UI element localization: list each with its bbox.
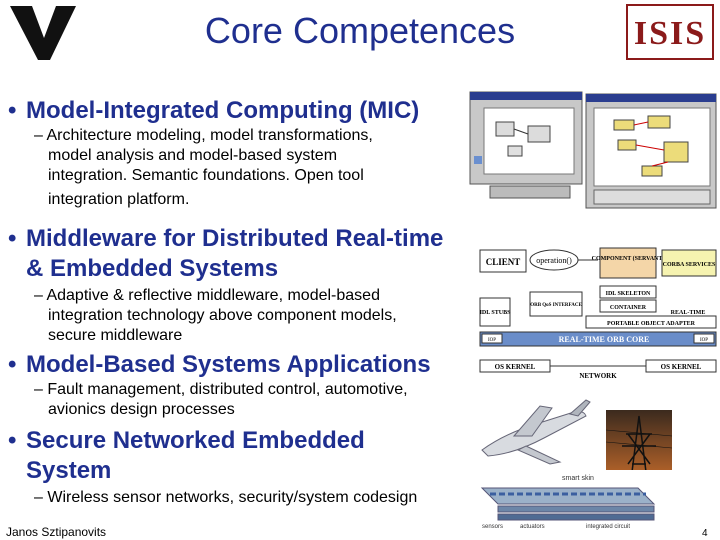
component-label: COMPONENT (SERVANT)	[592, 255, 665, 262]
v-logo: V	[10, 6, 76, 60]
bullet-dot: •	[8, 351, 17, 378]
sensors-label: sensors	[482, 524, 503, 530]
bullet-dot: •	[8, 225, 17, 252]
component-box	[599, 247, 657, 279]
page-number: 4	[702, 528, 708, 539]
svg-text:ISIS: ISIS	[634, 15, 706, 52]
iop-right-box	[693, 333, 715, 344]
idl-stubs-box	[479, 297, 511, 327]
bullet-mic: • Model-Integrated Computing (MIC)	[8, 96, 419, 126]
mic-tool-screenshot	[468, 86, 718, 212]
poa-box	[585, 315, 717, 329]
os-kernel-left-label: OS KERNEL	[495, 363, 536, 371]
sub-middleware: – Adaptive & reflective middleware, mode…	[34, 287, 397, 344]
slide-title: Core Competences	[204, 10, 516, 51]
sub-mic: – Architecture modeling, model transform…	[34, 127, 373, 208]
bullet-dot: •	[8, 427, 17, 454]
sub-applications: – Fault management, distributed control,…	[34, 381, 408, 418]
orb-core-bar	[479, 331, 717, 347]
footer-author: Janos Sztipanovits	[6, 525, 107, 539]
corba-services-label: CORBA SERVICES	[663, 262, 716, 268]
sub-secure-embedded: – Wireless sensor networks, security/sys…	[34, 489, 418, 506]
orb-qos-label: ORB QoS INTERFACE	[530, 303, 582, 308]
bullet-label: Model-Integrated Computing (MIC)	[26, 97, 420, 124]
client-label: CLIENT	[486, 257, 521, 267]
bullet-dot: •	[8, 97, 17, 124]
orb-core-label: REAL-TIME ORB CORE	[559, 335, 650, 344]
integrated-circuit-label: integrated circuit	[586, 524, 630, 530]
isis-logo: ISIS	[626, 4, 714, 60]
network-label: NETWORK	[579, 372, 617, 380]
poa-label: PORTABLE OBJECT ADAPTER	[607, 321, 696, 327]
aircraft-image	[474, 394, 594, 474]
os-kernel-right-label: OS KERNEL	[661, 363, 702, 371]
orb-qos-box	[529, 291, 583, 317]
bullet-middleware: •Middleware for Distributed Real-time & …	[8, 225, 444, 282]
client-box	[479, 249, 527, 273]
smart-skin-image: smart skin sensors actuators integrated …	[478, 470, 704, 530]
iop-left-label: IOP	[488, 338, 496, 343]
svg-text:V: V	[39, 15, 49, 30]
idl-skeleton-label: IDL SKELETON	[606, 291, 651, 297]
idl-skeleton-box	[599, 285, 657, 299]
corba-services-box	[661, 249, 717, 277]
actuators-label: actuators	[520, 524, 545, 530]
smart-skin-label: smart skin	[562, 475, 594, 482]
iop-right-label: IOP	[700, 338, 708, 343]
bullet-applications: •Model-Based Systems Applications	[8, 351, 431, 378]
container-box	[599, 299, 657, 313]
idl-stubs-label: IDL STUBS	[480, 310, 512, 316]
real-time-label: REAL-TIME	[671, 310, 706, 316]
orb-architecture-diagram: CLIENT operation() COMPONENT (SERVANT) C…	[474, 244, 718, 384]
container-label: CONTAINER	[610, 305, 647, 311]
bullet-secure-embedded: •Secure Networked Embedded System	[8, 427, 365, 484]
operation-label: operation()	[536, 256, 572, 265]
iop-left-box	[481, 333, 503, 344]
